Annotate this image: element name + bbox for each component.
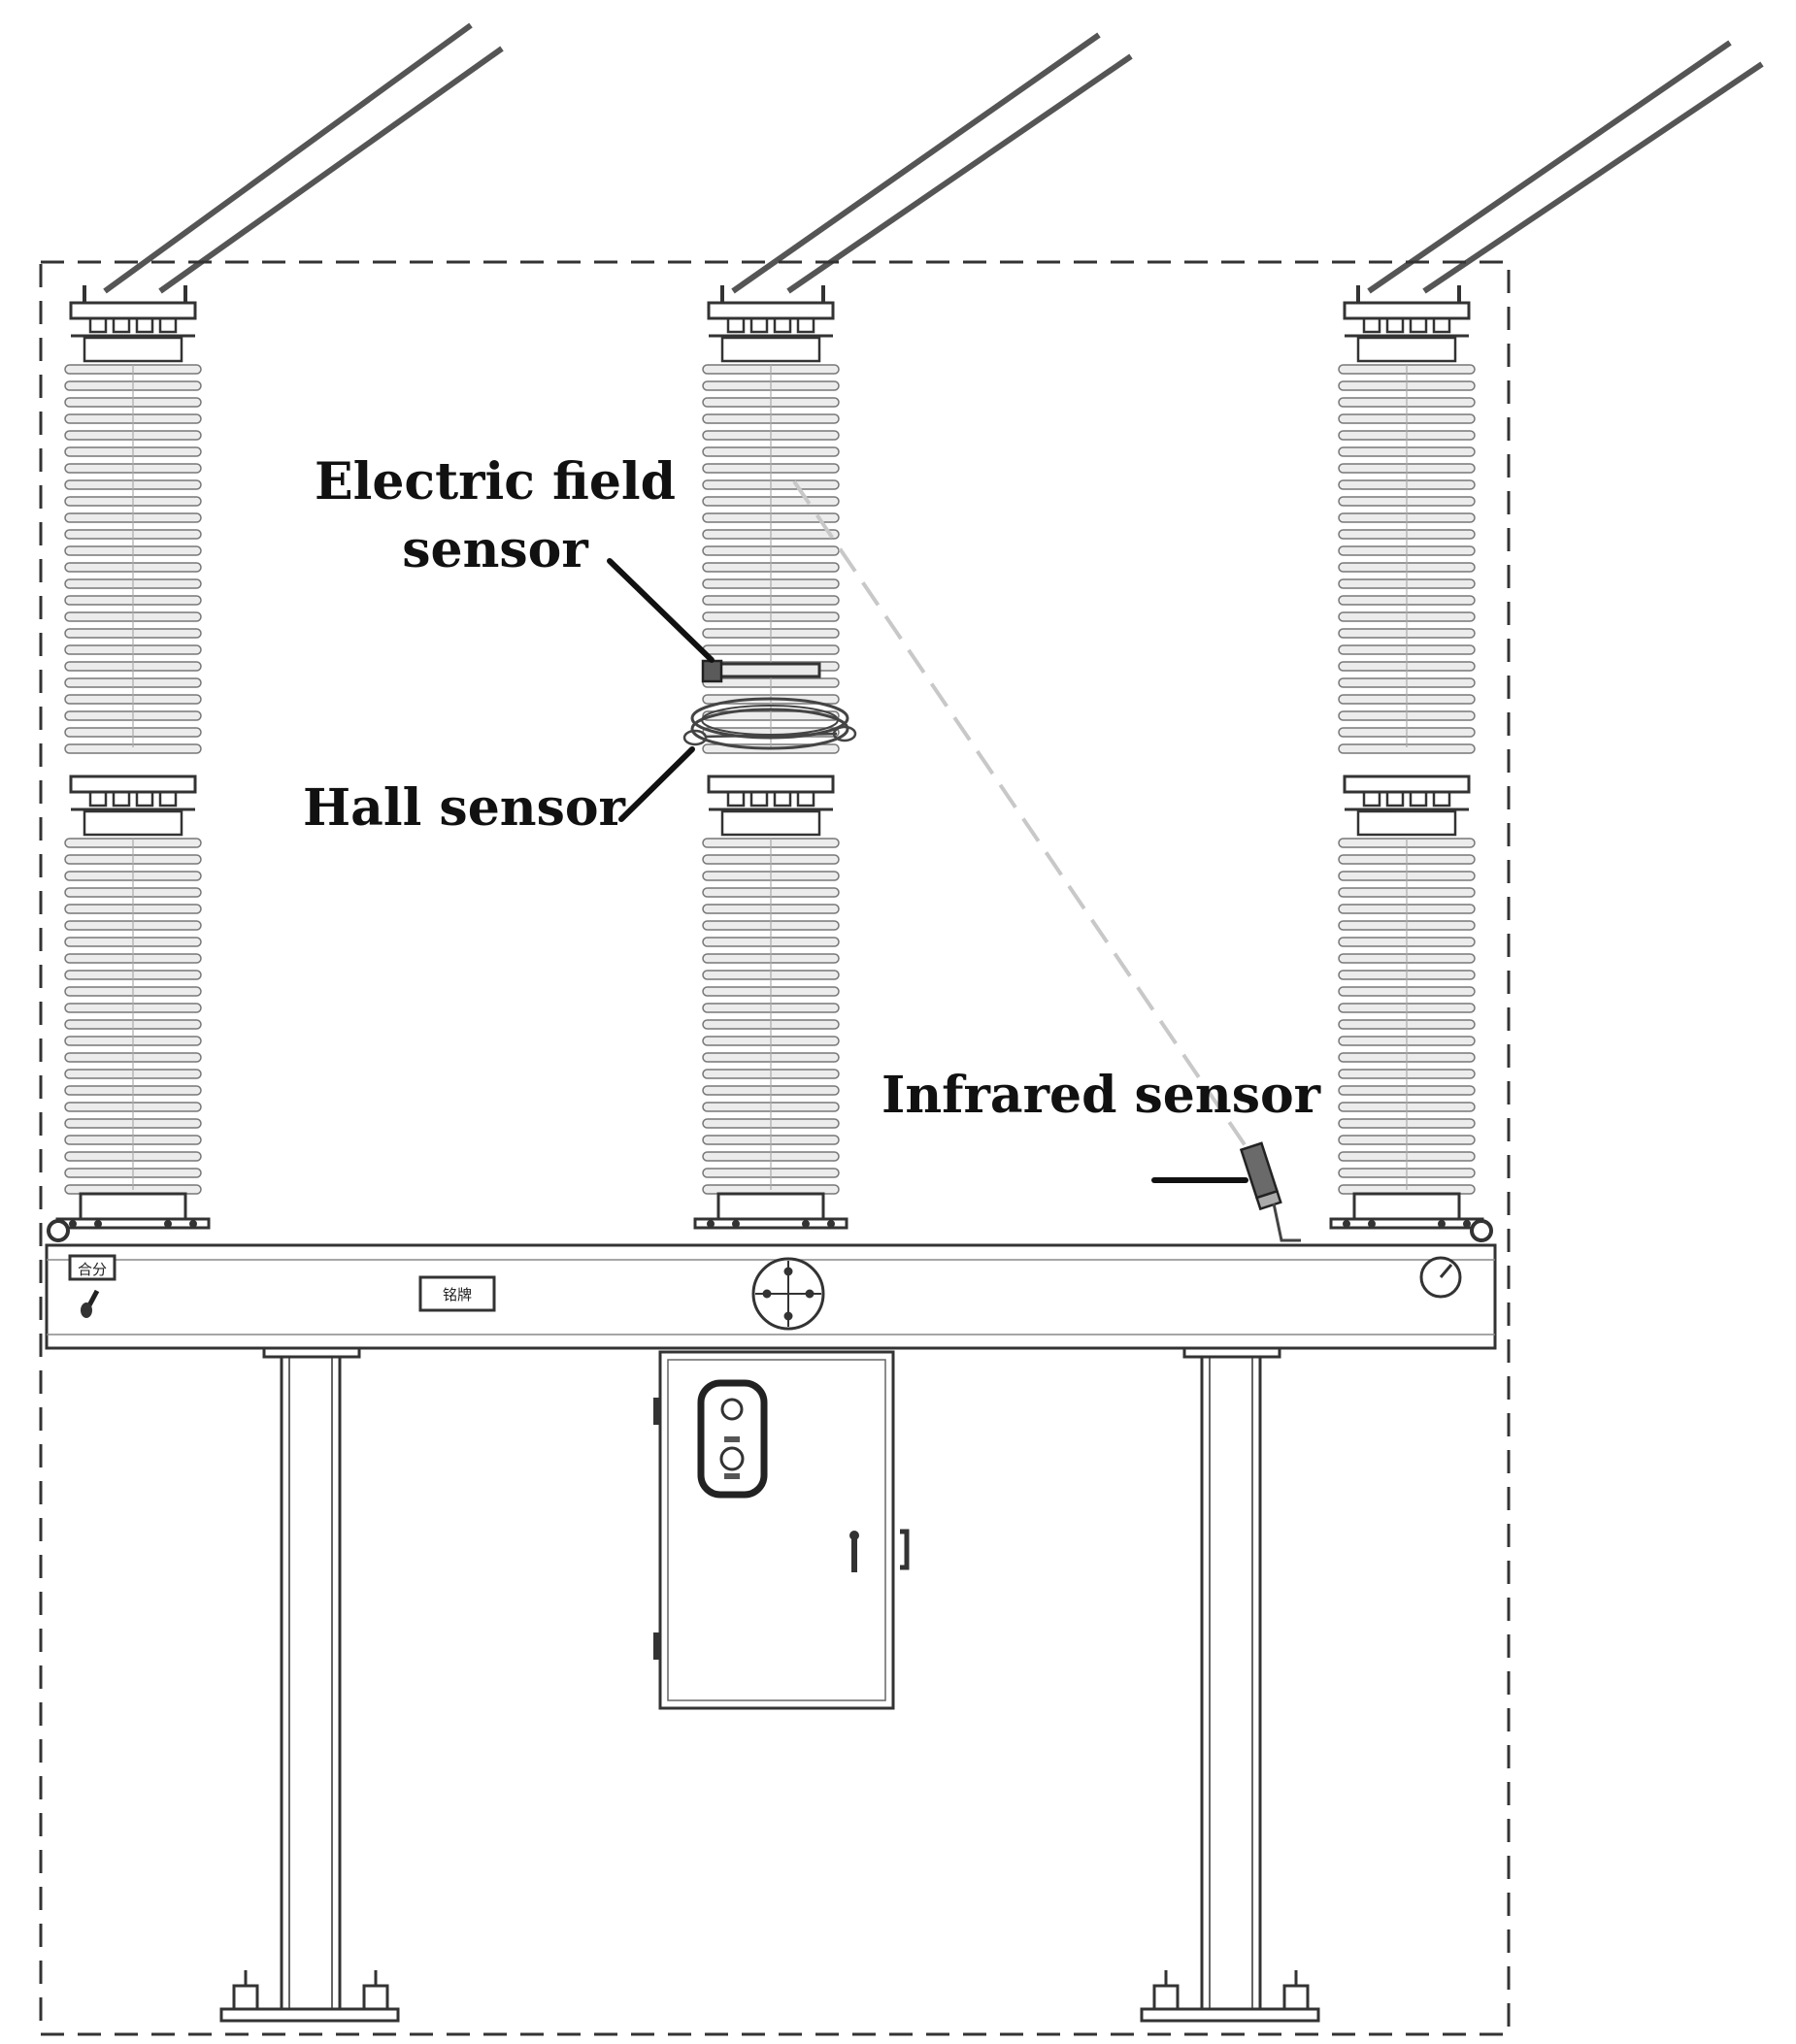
beam-end-rollers [47,1219,1493,1242]
name-plate: 铭牌 [418,1275,496,1312]
overhead-conductors [103,22,1764,294]
hall-sensor-pointer [618,746,695,822]
pressure-gauge [1419,1256,1462,1299]
insulator-pole-left [55,285,211,1230]
name-plate-text: 铭牌 [443,1286,472,1303]
label-pointers [607,558,1248,1183]
electric-field-sensor [701,659,821,683]
infrared-beam [792,479,1279,1194]
infrared-sensor-label: Infrared sensor [881,1066,1321,1125]
electric-field-pointer [607,558,715,663]
hall-sensor-label: Hall sensor [303,778,625,838]
base-plates [219,1970,1320,2023]
insulator-pole-right [1329,285,1484,1230]
infrared-sensor [1239,1141,1301,1242]
switch-plate: 合分 [68,1254,116,1318]
inspection-port [751,1257,825,1331]
electric-field-label-line2: sensor [402,520,588,579]
control-cabinet [653,1350,910,1710]
support-legs [262,1346,1281,2011]
hall-sensor [682,697,857,750]
switch-plate-text: 合分 [78,1261,107,1278]
electric-field-sensor-label: Electric field sensor [311,448,680,584]
electric-field-label-line1: Electric field [314,452,677,511]
